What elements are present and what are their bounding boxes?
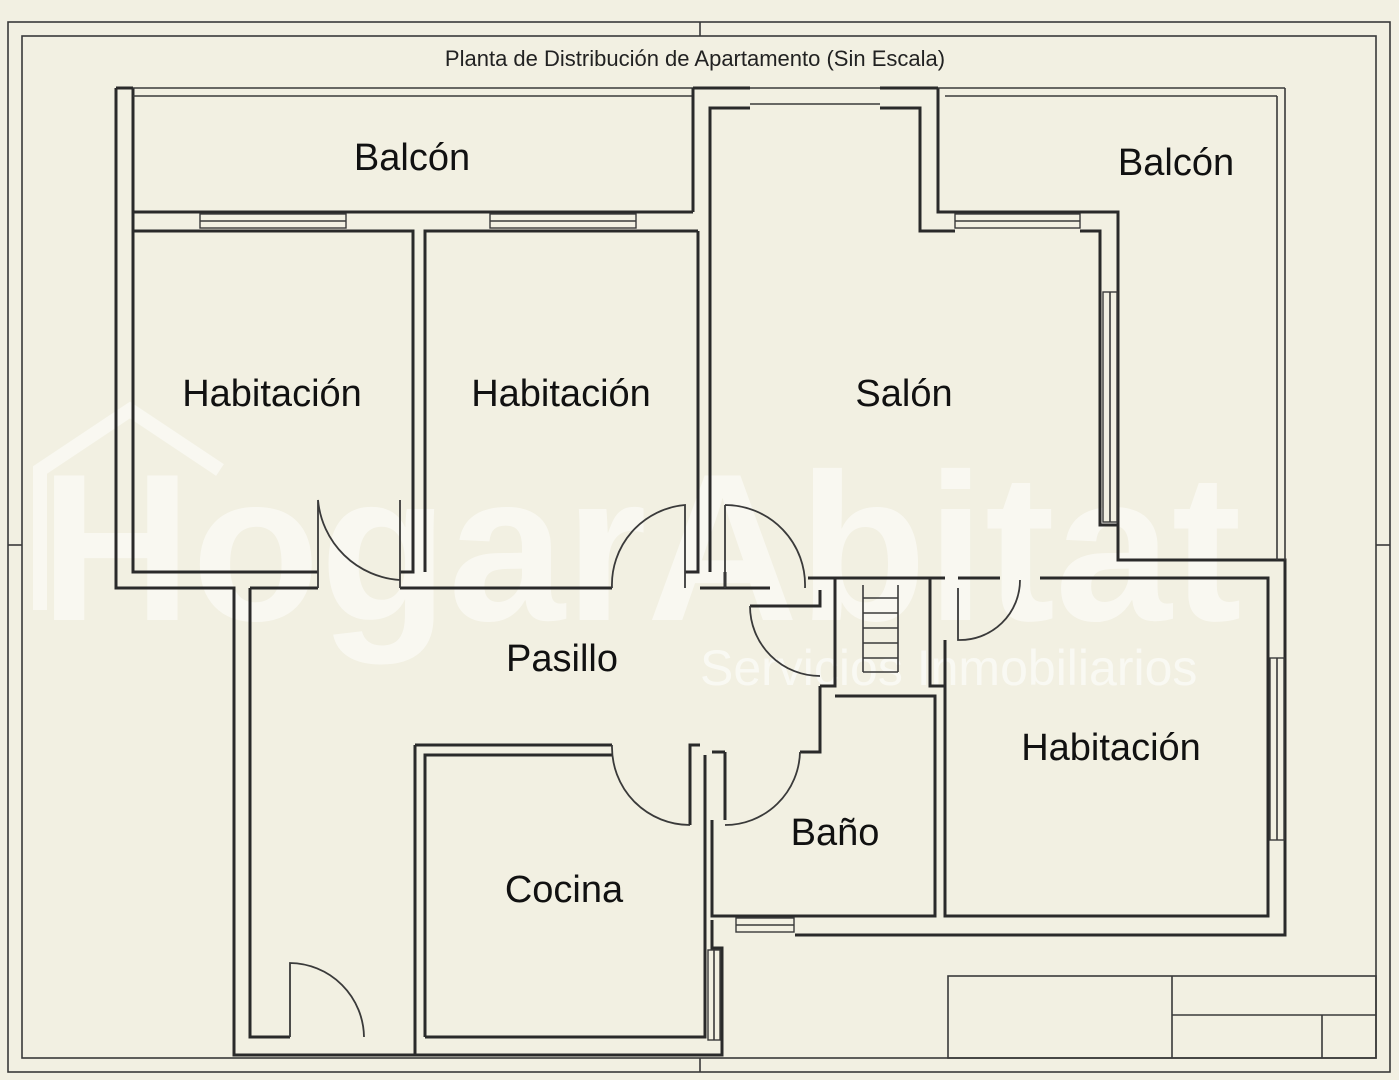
room-label-habitacion-2: Habitación: [471, 373, 651, 415]
room-label-habitacion-1: Habitación: [182, 373, 362, 415]
sheet-frame: [7, 21, 1391, 1073]
room-label-balcon-right: Balcón: [1118, 142, 1234, 184]
plan-title: Planta de Distribución de Apartamento (S…: [445, 46, 945, 71]
room-label-balcon-left: Balcón: [354, 137, 470, 179]
room-label-habitacion-3: Habitación: [1021, 727, 1201, 769]
doors: [289, 499, 1021, 1038]
room-label-salon: Salón: [855, 373, 952, 415]
room-label-bano: Baño: [791, 812, 880, 854]
title-block: [947, 975, 1377, 1059]
room-label-cocina: Cocina: [505, 869, 624, 911]
watermark: HogarAbitat Servicios Inmobiliarios: [33, 401, 1242, 696]
watermark-tagline: Servicios Inmobiliarios: [700, 640, 1197, 696]
room-label-pasillo: Pasillo: [506, 638, 618, 680]
walls: [114, 86, 1287, 1057]
watermark-brand: HogarAbitat: [40, 430, 1242, 665]
windows: [199, 213, 1285, 1041]
